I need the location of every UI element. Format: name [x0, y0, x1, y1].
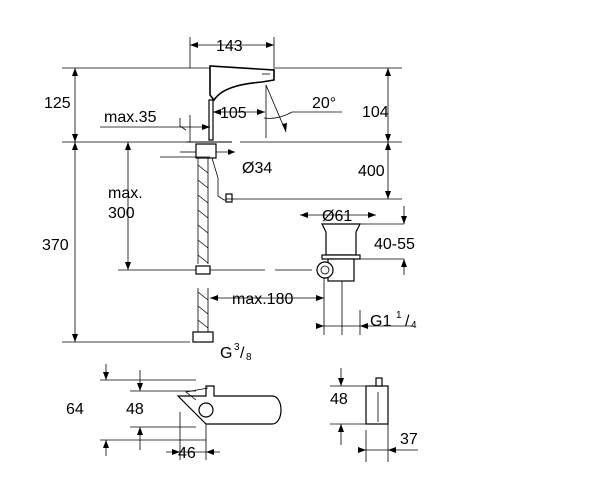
label-max35: max.35 [104, 109, 157, 126]
label-125: 125 [44, 95, 71, 112]
label-diameter-34: Ø34 [242, 160, 272, 177]
dimension-105 [212, 104, 265, 140]
dimension-20deg [263, 84, 342, 138]
side-view [330, 368, 418, 462]
label-48-side-view: 48 [330, 391, 348, 408]
label-40-55: 40-55 [374, 236, 415, 253]
svg-text:4: 4 [411, 320, 417, 331]
label-max180: max.180 [232, 291, 293, 308]
spout-body [208, 65, 275, 141]
dimension-370 [62, 142, 190, 343]
label-46: 46 [178, 445, 196, 462]
label-diameter-61: Ø61 [322, 208, 352, 225]
svg-text:3: 3 [234, 342, 240, 353]
dimension-max180 [210, 278, 325, 335]
dimension-max35 [100, 115, 210, 142]
label-143: 143 [216, 38, 243, 55]
dimension-400 [235, 142, 402, 200]
dimension-max300 [118, 142, 312, 275]
dimension-104 [240, 67, 402, 143]
label-max: max. [108, 185, 143, 202]
lower-hose [192, 288, 214, 343]
label-g1-1-4: G1 1 / 4 [370, 310, 417, 331]
svg-text:G: G [220, 345, 232, 362]
dimension-g1 [316, 310, 414, 335]
label-64: 64 [66, 401, 84, 418]
label-104: 104 [362, 104, 389, 121]
label-300: 300 [108, 205, 135, 222]
svg-text:/: / [405, 313, 410, 330]
valve-body [160, 141, 235, 264]
svg-text:/: / [240, 345, 245, 362]
top-view [100, 364, 282, 460]
dimension-125 [62, 67, 210, 143]
label-105: 105 [220, 105, 247, 122]
label-20deg: 20° [312, 95, 336, 112]
label-37: 37 [400, 431, 418, 448]
label-370: 370 [42, 237, 69, 254]
svg-text:8: 8 [246, 352, 252, 363]
svg-text:G1: G1 [370, 313, 391, 330]
svg-text:1: 1 [396, 310, 402, 321]
label-48-top-view: 48 [126, 401, 144, 418]
label-g-3-8: G 3 / 8 [220, 342, 252, 363]
waste-fitting [300, 206, 407, 335]
label-400: 400 [358, 163, 385, 180]
